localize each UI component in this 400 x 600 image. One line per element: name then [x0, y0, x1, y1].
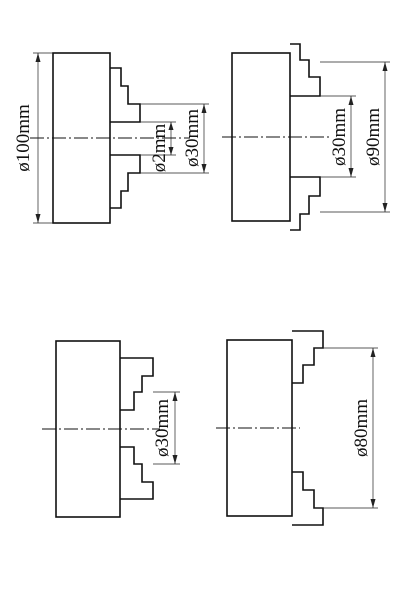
- label-d90: ø90mm: [363, 108, 384, 166]
- label-d30b: ø30mm: [329, 108, 350, 166]
- arrow: [370, 348, 376, 357]
- arrow: [370, 499, 376, 508]
- jaw-lower-3: [120, 446, 154, 500]
- arrow: [201, 164, 207, 173]
- arrow: [172, 455, 178, 464]
- label-d100: ø100mm: [13, 104, 34, 172]
- figure-chuck-external-grip: ø30mm ø90mm: [222, 43, 390, 231]
- jaw-upper-1: [110, 67, 141, 123]
- arrow: [382, 62, 388, 71]
- jaw-upper-3: [120, 357, 154, 411]
- jaw-lower-2: [290, 176, 321, 231]
- jaw-lower-4: [292, 471, 324, 526]
- arrow: [348, 168, 354, 177]
- arrow: [35, 53, 41, 62]
- arrow: [35, 214, 41, 223]
- label-d30a: ø30mm: [182, 109, 203, 167]
- label-d80: ø80mm: [351, 399, 372, 457]
- arrow: [348, 96, 354, 105]
- arrow: [382, 203, 388, 212]
- figure-chuck-internal-grip: ø100mm ø2mm ø30mm: [13, 52, 209, 224]
- jaw-upper-2: [290, 43, 321, 97]
- jaw-upper-4: [292, 330, 324, 384]
- label-d2: ø2mm: [149, 124, 170, 173]
- arrow: [168, 147, 174, 155]
- figure-chuck-large-grip: ø80mm: [216, 330, 378, 526]
- figure-chuck-small-grip: ø30mm: [42, 340, 180, 518]
- arrow: [172, 392, 178, 401]
- arrow: [201, 104, 207, 113]
- jaw-lower-1: [110, 154, 141, 209]
- arrow: [168, 122, 174, 130]
- label-d30c: ø30mm: [152, 399, 173, 457]
